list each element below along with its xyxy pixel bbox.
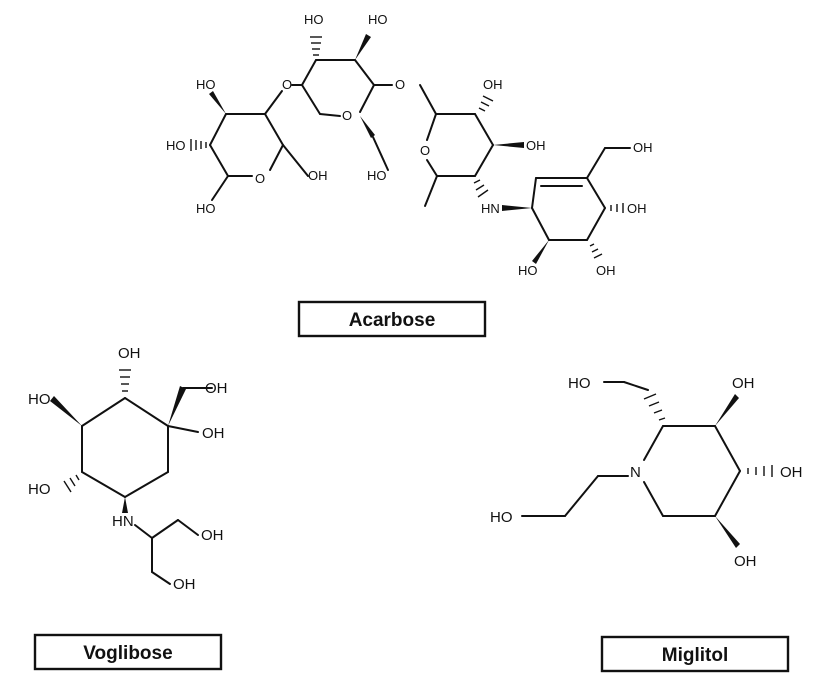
acarbose-name: Acarbose — [349, 310, 436, 331]
atom-label: HN — [481, 201, 500, 216]
voglibose-structure: OH HO OH OH HO HN OH OH Voglibose — [28, 345, 228, 671]
atom-label: HO — [166, 138, 186, 153]
hash-bond — [610, 203, 624, 213]
atom-label: OH — [118, 345, 141, 362]
voglibose-name-box — [33, 633, 223, 671]
atom-label: HO — [518, 263, 538, 278]
atom-label: OH — [633, 140, 653, 155]
atom-label: O — [420, 143, 430, 158]
hash-bond — [747, 465, 773, 477]
hash-bond — [478, 95, 494, 112]
hash-bond — [190, 139, 207, 151]
atom-label: HO — [304, 12, 324, 27]
acarbose-name-box — [297, 300, 487, 338]
atom-label: HO — [28, 481, 51, 498]
atom-label: HO — [490, 509, 513, 526]
acarbose-ring-4 — [502, 147, 631, 264]
voglibose-name: Voglibose — [83, 643, 172, 664]
hash-bond — [63, 474, 80, 493]
hash-bond — [589, 243, 603, 259]
acarbose-structure: HO HO HO HO HO O O O O O OH HO OH OH OH … — [166, 12, 653, 338]
atom-label: HN — [112, 513, 134, 530]
atom-label: OH — [780, 464, 803, 481]
atom-label: OH — [627, 201, 647, 216]
atom-label: O — [255, 171, 265, 186]
atom-label: OH — [173, 576, 196, 593]
atom-label: HO — [568, 375, 591, 392]
atom-label: OH — [201, 527, 224, 544]
atom-label: O — [342, 108, 352, 123]
hash-bond — [310, 36, 322, 56]
acarbose-ring-1 — [190, 90, 309, 201]
atom-label: O — [395, 77, 405, 92]
hash-bond — [643, 393, 666, 421]
miglitol-name-box — [600, 635, 790, 673]
atom-label: OH — [483, 77, 503, 92]
acarbose-ring-3 — [419, 84, 524, 207]
miglitol-name: Miglitol — [662, 645, 728, 666]
miglitol-structure: HO OH OH N HO OH Miglitol — [490, 375, 803, 673]
atom-label: OH — [526, 138, 546, 153]
atom-label: OH — [205, 380, 228, 397]
atom-label: HO — [196, 201, 216, 216]
atom-label: OH — [732, 375, 755, 392]
acarbose-ring-2 — [291, 34, 393, 171]
atom-label: O — [282, 77, 292, 92]
atom-label: HO — [368, 12, 388, 27]
atom-label: N — [630, 464, 641, 481]
hash-bond — [473, 179, 489, 198]
atom-label: HO — [367, 168, 387, 183]
atom-label: OH — [734, 553, 757, 570]
atom-label: HO — [28, 391, 51, 408]
atom-label: OH — [596, 263, 616, 278]
atom-label: OH — [202, 425, 225, 442]
atom-label: HO — [196, 77, 216, 92]
hash-bond — [119, 369, 131, 392]
atom-label: OH — [308, 168, 328, 183]
